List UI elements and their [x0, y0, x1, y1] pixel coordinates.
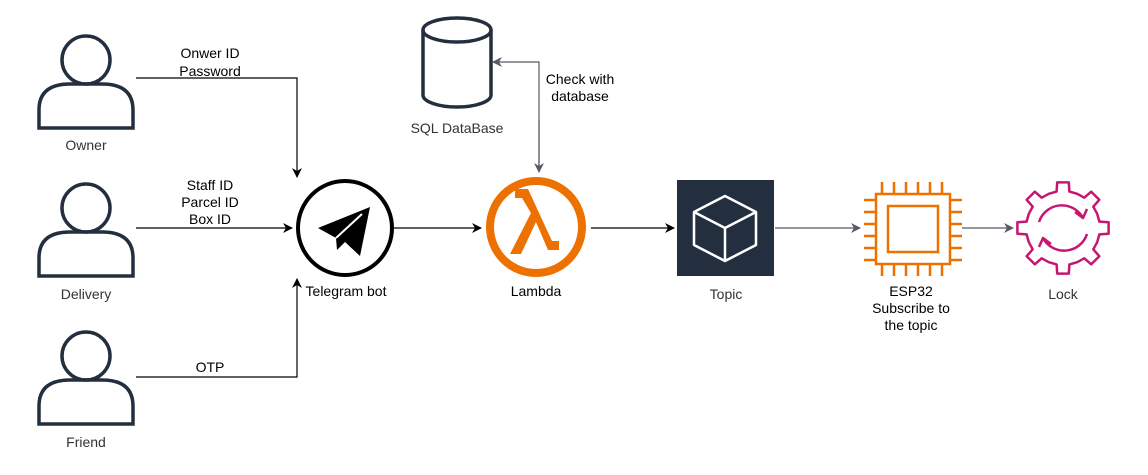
- edge-label-line: database: [551, 88, 609, 104]
- person-icon: [37, 34, 135, 130]
- database-icon: [421, 16, 493, 109]
- database-node: SQL DataBase: [411, 16, 504, 136]
- gear-sync-icon: [1016, 181, 1110, 275]
- person-icon: [37, 330, 135, 426]
- chip-icon: [864, 182, 962, 276]
- esp32-node: ESP32 Subscribe to the topic: [864, 182, 962, 333]
- edge-label-line: Box ID: [189, 211, 231, 227]
- telegram-label: Telegram bot: [306, 283, 387, 299]
- edge-label-line: OTP: [196, 359, 225, 375]
- delivery-node: Delivery: [37, 182, 135, 302]
- edge-friend-telegram: OTP: [136, 278, 302, 378]
- owner-label: Owner: [65, 137, 107, 153]
- lock-label: Lock: [1048, 286, 1079, 302]
- friend-node: Friend: [37, 330, 135, 450]
- topic-label: Topic: [710, 286, 743, 302]
- delivery-label: Delivery: [61, 286, 112, 302]
- person-icon: [37, 182, 135, 278]
- telegram-node: Telegram bot: [296, 179, 394, 299]
- edge-owner-telegram: Onwer ID Password: [136, 45, 302, 178]
- telegram-icon: [296, 179, 394, 277]
- lambda-icon: [486, 177, 586, 277]
- lambda-label: Lambda: [511, 283, 562, 299]
- edge-label-line: Onwer ID: [180, 45, 239, 61]
- esp32-label-line: Subscribe to: [872, 300, 950, 316]
- lambda-node: Lambda: [486, 177, 586, 299]
- edge-lambda-database: Check with database: [492, 57, 614, 173]
- owner-node: Owner: [37, 34, 135, 153]
- edge-label-line: Parcel ID: [181, 194, 239, 210]
- cube-icon: [677, 180, 774, 276]
- friend-label: Friend: [66, 434, 106, 450]
- lock-node: Lock: [1016, 181, 1110, 302]
- topic-node: Topic: [677, 180, 774, 302]
- edge-label-line: Password: [179, 63, 240, 79]
- edge-delivery-telegram: Staff ID Parcel ID Box ID: [136, 177, 293, 233]
- database-label: SQL DataBase: [411, 120, 504, 136]
- edge-label-line: Staff ID: [187, 177, 233, 193]
- esp32-label-line: the topic: [885, 317, 938, 333]
- edge-label-line: Check with: [546, 71, 614, 87]
- esp32-label-line: ESP32: [889, 283, 933, 299]
